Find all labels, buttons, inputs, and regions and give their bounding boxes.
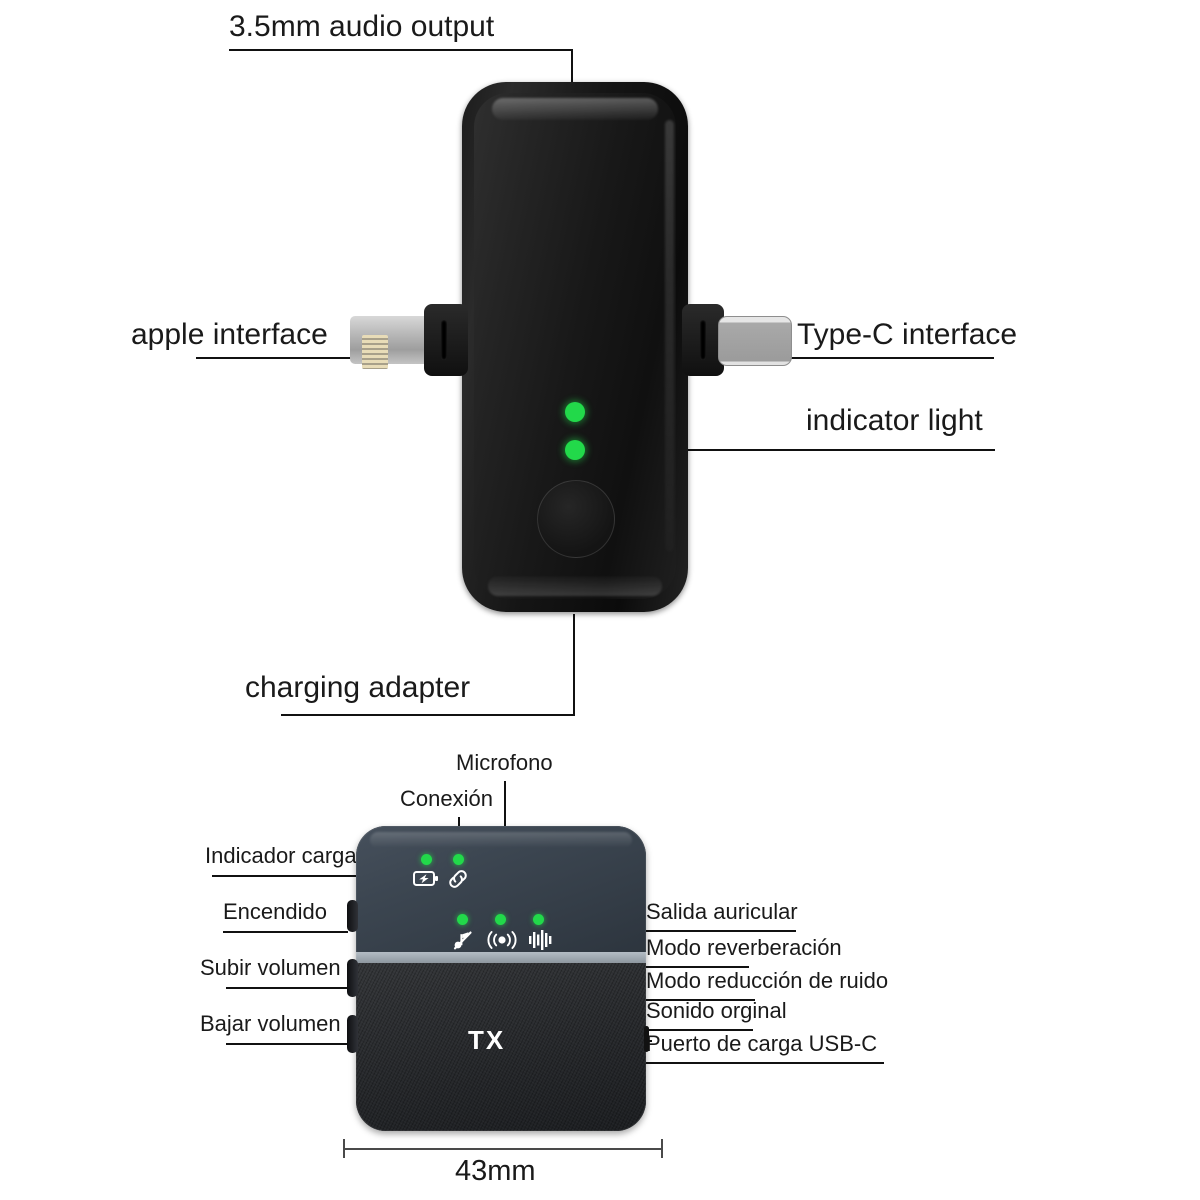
lightning-neck: [424, 304, 468, 376]
label-modo-reduccion-ruido: Modo reducción de ruido: [646, 968, 889, 993]
leader-encendido: [223, 931, 348, 933]
label-microfono: Microfono: [456, 750, 553, 775]
label-bajar-volumen: Bajar volumen: [200, 1011, 341, 1036]
leader-bajar-volumen: [226, 1043, 348, 1045]
noise-reduction-led: [495, 914, 506, 925]
lower-indicator-led: [565, 440, 585, 460]
tx-transmitter-device: TX: [347, 826, 649, 1131]
label-indicador-carga: Indicador carga: [205, 843, 357, 868]
original-sound-led: [457, 914, 468, 925]
leader-audio-output-horizontal: [229, 49, 573, 51]
adapter-top-highlight: [492, 98, 658, 120]
label-puerto-carga-usb-c: Puerto de carga USB-C: [646, 1031, 878, 1056]
leader-puerto-carga-horizontal: [646, 1062, 884, 1064]
tx-divider-strip: [356, 952, 646, 963]
broadcast-icon: [486, 930, 518, 955]
charging-adapter-device: [350, 82, 792, 612]
dimension-line-width: [343, 1148, 663, 1150]
connection-led: [453, 854, 464, 865]
battery-charging-icon: [413, 870, 439, 892]
tx-textured-body: TX: [356, 963, 646, 1131]
type-c-connector[interactable]: [682, 304, 792, 376]
label-salida-auricular: Salida auricular: [646, 899, 798, 924]
label-charging-adapter: charging adapter: [245, 671, 471, 704]
leader-microfono: [504, 781, 506, 828]
upper-indicator-led: [565, 402, 585, 422]
dimension-label-width: 43mm: [455, 1155, 536, 1187]
volume-up-button[interactable]: [347, 959, 358, 997]
leader-indicador-carga: [212, 875, 424, 877]
type-c-plug: [718, 316, 792, 366]
adapter-side-highlight: [665, 120, 674, 552]
tx-top-panel: [356, 826, 646, 952]
label-conexion: Conexión: [400, 786, 493, 811]
label-apple-interface: apple interface: [131, 318, 328, 351]
lightning-contacts: [362, 335, 388, 369]
label-encendido: Encendido: [223, 899, 327, 924]
leader-charging-adapter-vertical: [573, 614, 575, 715]
tx-top-highlight: [370, 832, 632, 848]
leader-apple-interface: [196, 357, 380, 359]
charge-led: [421, 854, 432, 865]
volume-down-button[interactable]: [347, 1015, 358, 1053]
leader-salida-auricular: [646, 930, 796, 932]
label-type-c-interface: Type-C interface: [797, 318, 1018, 351]
audio-bars-icon: [528, 929, 554, 956]
label-modo-reverberacion: Modo reverberación: [646, 935, 842, 960]
muted-note-icon: [452, 930, 473, 956]
label-subir-volumen: Subir volumen: [200, 955, 341, 980]
leader-charging-adapter-horizontal: [281, 714, 575, 716]
label-sonido-orginal: Sonido orginal: [646, 998, 787, 1023]
multifunction-button[interactable]: [537, 480, 615, 558]
usb-c-charging-port[interactable]: [644, 1026, 649, 1052]
leader-audio-output-vertical: [571, 49, 573, 85]
lightning-blade: [350, 316, 432, 369]
label-indicator-light: indicator light: [806, 404, 983, 437]
adapter-bottom-highlight: [488, 576, 662, 596]
link-icon: [447, 868, 469, 895]
reverb-led: [533, 914, 544, 925]
type-c-neck: [682, 304, 724, 376]
tx-logo-text: TX: [468, 1025, 506, 1055]
leader-subir-volumen: [226, 987, 348, 989]
lightning-connector[interactable]: [350, 304, 468, 376]
label-audio-output: 3.5mm audio output: [229, 10, 495, 43]
leader-indicator-light: [576, 449, 995, 451]
leader-type-c-interface: [786, 357, 994, 359]
power-button[interactable]: [347, 900, 358, 932]
tx-shell: TX: [356, 826, 646, 1131]
